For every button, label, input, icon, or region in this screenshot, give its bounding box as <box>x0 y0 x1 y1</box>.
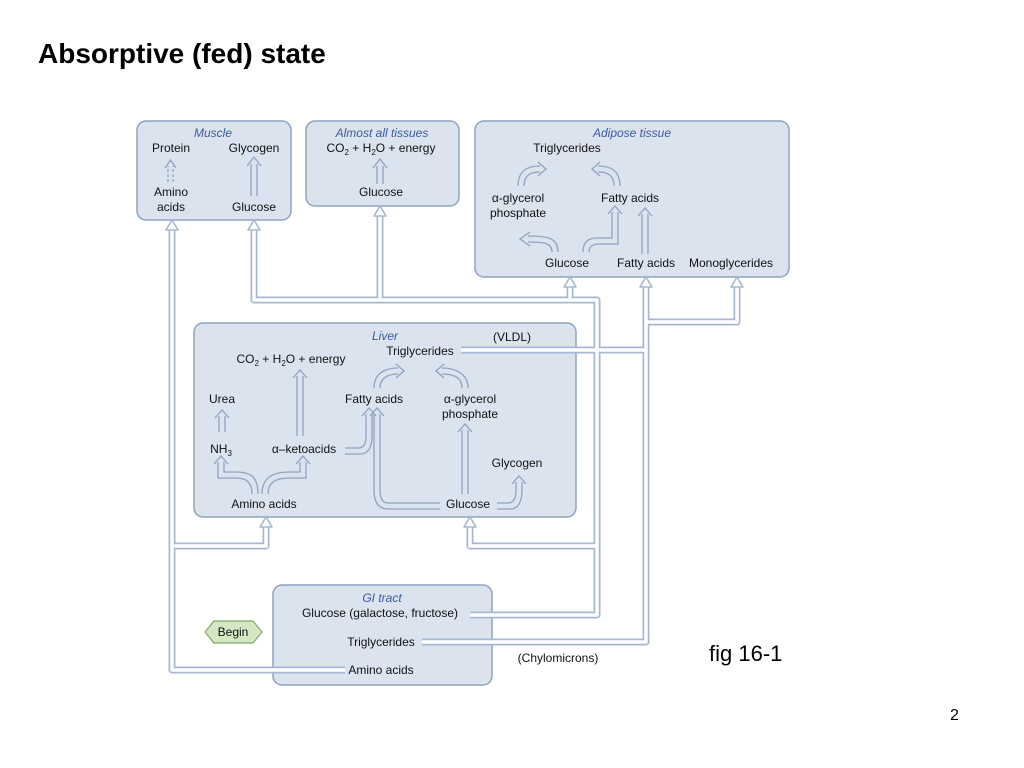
begin-hexagon <box>204 620 263 644</box>
tissues-co2-energy: CO2 + H2O + energy <box>327 141 436 157</box>
gi-amino-acids: Amino acids <box>348 663 413 677</box>
page-number: 2 <box>950 707 959 724</box>
liver-vldl: (VLDL) <box>493 330 531 344</box>
gi-glucose: Glucose (galactose, fructose) <box>302 606 458 620</box>
transport-pipes <box>165 205 744 674</box>
liver-glucose: Glucose <box>446 497 490 511</box>
gi-tract-title: GI tract <box>362 591 402 605</box>
adipose-glycerol-line2: phosphate <box>490 206 546 220</box>
liver-amino-acids: Amino acids <box>231 497 296 511</box>
liver-co2-energy: CO2 + H2O + energy <box>237 352 346 368</box>
tissues-glucose: Glucose <box>359 185 403 199</box>
adipose-glucose: Glucose <box>545 256 589 270</box>
tissues-title: Almost all tissues <box>335 126 429 140</box>
adipose-box <box>474 120 790 278</box>
liver-ketoacids: α–ketoacids <box>272 442 336 456</box>
gi-chylomicrons: (Chylomicrons) <box>518 651 599 665</box>
muscle-glycogen: Glycogen <box>229 141 280 155</box>
gi-triglycerides: Triglycerides <box>347 635 415 649</box>
muscle-box <box>136 120 292 221</box>
muscle-amino-line1: Amino <box>154 185 188 199</box>
liver-triglycerides: Triglycerides <box>386 344 454 358</box>
liver-nh3: NH3 <box>210 442 232 458</box>
liver-glycerol-line2: phosphate <box>442 407 498 421</box>
liver-box <box>193 322 577 518</box>
adipose-title: Adipose tissue <box>592 126 671 140</box>
muscle-amino-line2: acids <box>157 200 185 214</box>
begin-label: Begin <box>218 625 249 639</box>
adipose-fatty-acids: Fatty acids <box>617 256 675 270</box>
slide-title: Absorptive (fed) state <box>38 38 326 69</box>
liver-fatty-acids: Fatty acids <box>345 392 403 406</box>
adipose-triglycerides: Triglycerides <box>533 141 601 155</box>
liver-title: Liver <box>372 329 399 343</box>
figure-caption: fig 16-1 <box>709 641 783 666</box>
liver-glycerol-line1: α-glycerol <box>444 392 496 406</box>
muscle-glucose: Glucose <box>232 200 276 214</box>
gi-tract-box <box>272 584 493 686</box>
adipose-monoglycerides: Monoglycerides <box>689 256 773 270</box>
muscle-protein: Protein <box>152 141 190 155</box>
adipose-glycerol-line1: α-glycerol <box>492 191 544 205</box>
liver-glycogen: Glycogen <box>492 456 543 470</box>
muscle-title: Muscle <box>194 126 232 140</box>
tissues-box <box>305 120 460 207</box>
liver-urea: Urea <box>209 392 235 406</box>
adipose-fatty-acids-top: Fatty acids <box>601 191 659 205</box>
internal-arrows <box>164 155 653 510</box>
begin-badge: Begin <box>204 620 263 644</box>
